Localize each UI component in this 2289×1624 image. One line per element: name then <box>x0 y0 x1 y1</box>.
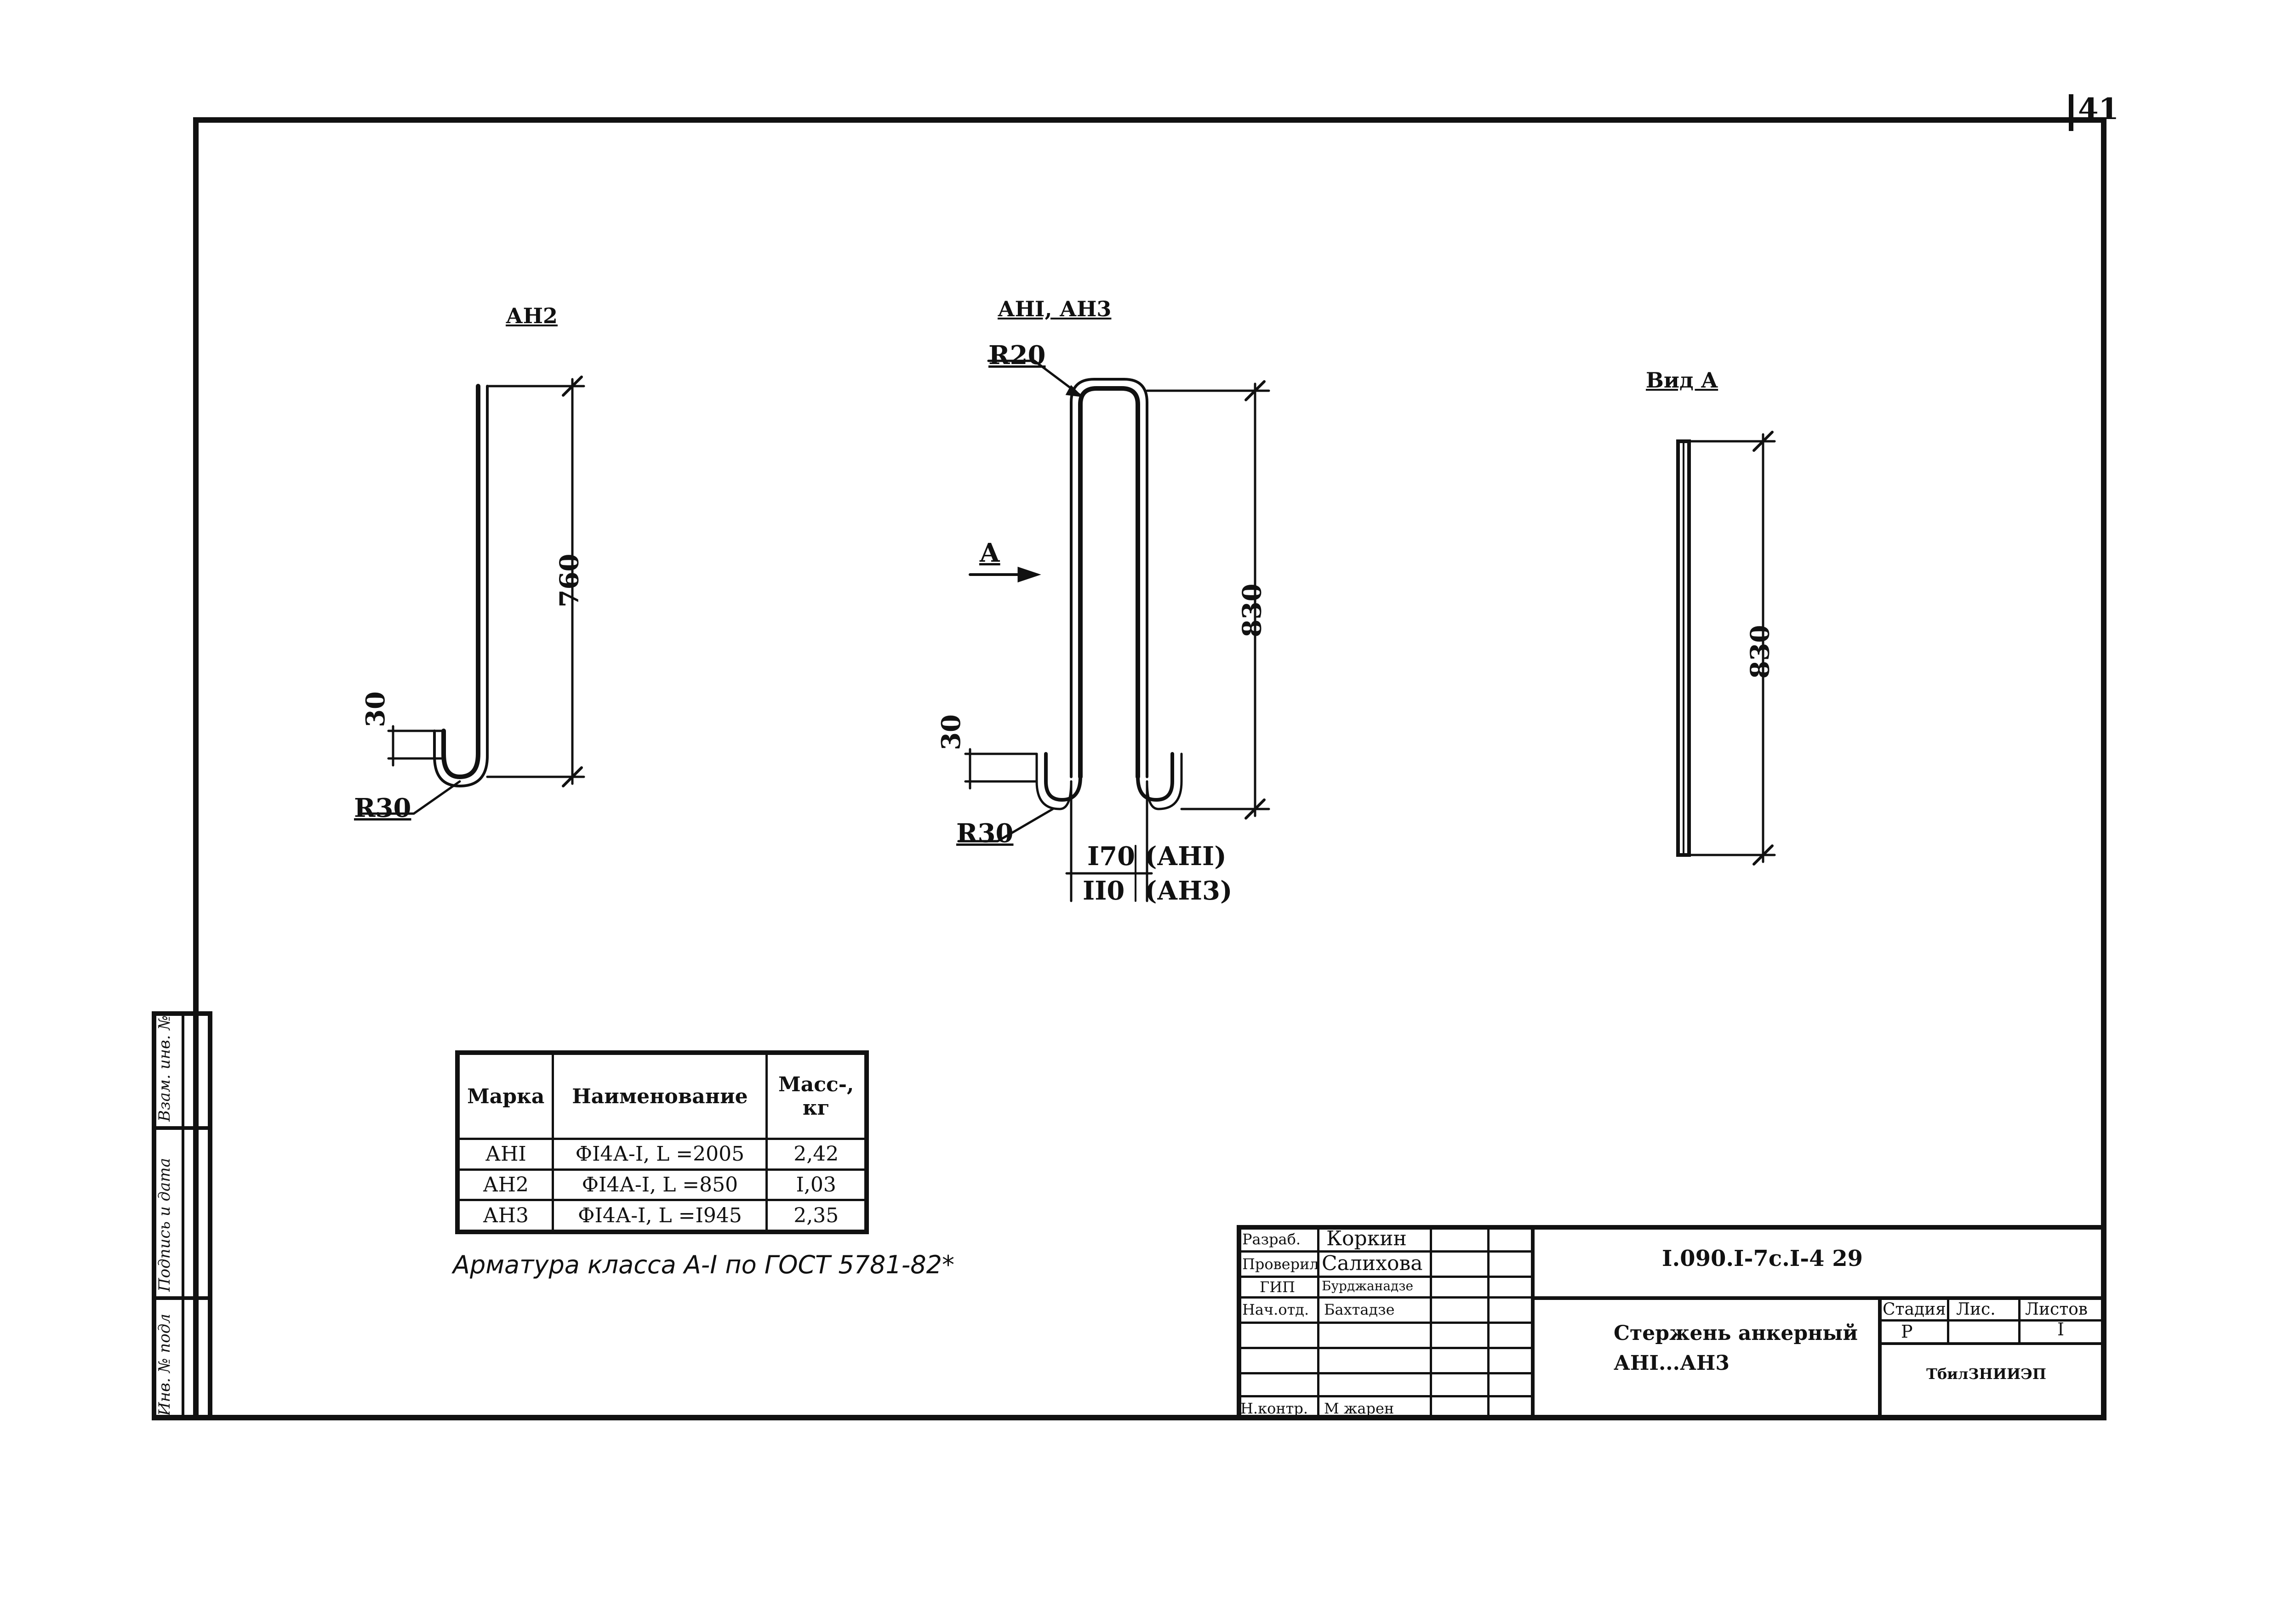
document-title-line1: Стержень анкерный <box>1614 1322 1858 1345</box>
person-name: Бурджанадзе <box>1322 1278 1414 1294</box>
an13-radius-leader <box>957 808 1054 843</box>
sheet-header: Лис. <box>1956 1300 1996 1319</box>
sheets-header: Листов <box>2025 1300 2088 1319</box>
header-mark: Марка <box>456 1051 554 1140</box>
an2-hook-dim: 30 <box>360 691 391 727</box>
grid-line <box>1237 1395 1531 1397</box>
grid-line <box>1237 1276 1531 1278</box>
side-strip-row-divider <box>152 1296 212 1300</box>
table-row: АН3 ФI4А-I, L =I945 2,35 <box>456 1199 868 1233</box>
role-label: Нач.отд. <box>1242 1301 1309 1318</box>
row-name: ФI4А-I, L =I945 <box>552 1199 768 1233</box>
sheets-value: I <box>2057 1319 2065 1339</box>
row-mark: АНI <box>456 1138 554 1171</box>
an13-width-an3-label: (АН3) <box>1145 876 1233 906</box>
an13-width-an3-dim: II0 <box>1083 876 1125 906</box>
frame-right-line <box>2101 117 2106 1418</box>
role-label: Разраб. <box>1242 1231 1301 1248</box>
view-a-arrow-head <box>1017 566 1041 583</box>
role-label: Н.контр. <box>1240 1400 1308 1417</box>
frame-left-line <box>193 117 199 1418</box>
an13-top-radius-arrowhead <box>1065 385 1084 398</box>
document-code: I.090.I-7с.I-4 29 <box>1662 1246 1863 1271</box>
table-row: АНI ФI4А-I, L =2005 2,42 <box>456 1138 868 1171</box>
an13-left-hook <box>1044 752 1082 802</box>
view-a-height-dim: 830 <box>1745 625 1775 679</box>
header-mass: Масс-, кг <box>765 1051 868 1140</box>
reinforcement-note: Арматура класса А-I по ГОСТ 5781-82* <box>453 1250 954 1279</box>
an2-rod-outline <box>433 385 489 788</box>
an13-left-hook-outline <box>1035 752 1073 810</box>
person-name: Салихова <box>1322 1252 1423 1275</box>
row-mass: I,03 <box>765 1168 868 1201</box>
role-label: Проверил <box>1242 1255 1319 1273</box>
grid-line <box>1237 1347 1531 1349</box>
document-title-line2: АНI...АН3 <box>1614 1351 1730 1375</box>
an13-height-dim: 830 <box>1237 583 1267 638</box>
person-name: М жарен <box>1324 1400 1394 1417</box>
row-mass: 2,42 <box>765 1138 868 1171</box>
an13-view-title: АНI, АН3 <box>998 296 1112 321</box>
sheet-number-tick <box>2069 94 2073 131</box>
grid-line <box>1237 1372 1531 1374</box>
grid-line <box>1237 1322 1531 1324</box>
header-name: Наименование <box>552 1051 768 1140</box>
row-name: ФI4А-I, L =850 <box>552 1168 768 1201</box>
an13-rod-shape <box>1078 386 1140 779</box>
an2-radius-dim: R30 <box>354 793 411 823</box>
view-a-dim-ticks <box>1752 431 1774 866</box>
role-label: ГИП <box>1260 1278 1295 1296</box>
grid-line <box>2018 1296 2021 1342</box>
table-row: АН2 ФI4А-I, L =850 I,03 <box>456 1168 868 1201</box>
frame-top-line <box>193 117 2101 123</box>
an2-dim-ticks <box>562 376 583 787</box>
an13-right-hook <box>1136 752 1174 802</box>
specification-table: Марка Наименование Масс-, кг АНI ФI4А-I,… <box>455 1050 869 1234</box>
view-a-title: Вид А <box>1646 368 1718 393</box>
person-name: Бахтадзе <box>1324 1301 1395 1318</box>
grid-line <box>1878 1296 1882 1420</box>
row-mark: АН3 <box>456 1199 554 1233</box>
table-header-row: Марка Наименование Масс-, кг <box>456 1051 868 1140</box>
stage-header: Стадия <box>1883 1300 1946 1319</box>
row-mass: 2,35 <box>765 1199 868 1233</box>
an13-radius-dim: R30 <box>956 818 1014 849</box>
side-strip-row-divider <box>152 1126 212 1130</box>
stage-value: Р <box>1901 1322 1913 1342</box>
title-block: Разраб. Коркин Проверил Салихова ГИП Бур… <box>1237 1225 2106 1420</box>
an13-top-radius-leader <box>987 359 1082 397</box>
an13-width-an1-dim: I70 <box>1087 841 1136 872</box>
an13-hook-dim: 30 <box>936 714 966 750</box>
row-mark: АН2 <box>456 1168 554 1201</box>
an2-radius-leader <box>362 780 461 815</box>
grid-line <box>1878 1342 2106 1345</box>
an13-top-radius-dim: R20 <box>988 340 1046 370</box>
person-name: Коркин <box>1326 1227 1407 1250</box>
grid-line <box>1237 1296 1531 1299</box>
an13-width-an1-label: (АНI) <box>1145 841 1227 872</box>
grid-line <box>1237 1250 1531 1253</box>
grid-line <box>1947 1296 1949 1342</box>
view-a-arrow-label: А <box>979 538 1000 568</box>
side-strip-divider <box>182 1011 184 1420</box>
an2-height-dim: 760 <box>554 553 585 608</box>
grid-line <box>1878 1319 2106 1322</box>
an2-view-title: АН2 <box>506 303 558 328</box>
grid-line <box>1531 1225 1535 1420</box>
organization-name: ТбилЗНИИЭП <box>1926 1365 2046 1383</box>
row-name: ФI4А-I, L =2005 <box>552 1138 768 1171</box>
grid-line <box>1531 1296 2106 1300</box>
an13-dim-ticks <box>1244 380 1266 820</box>
an2-rod-shape <box>441 384 480 780</box>
an13-right-hook-outline <box>1146 752 1183 810</box>
